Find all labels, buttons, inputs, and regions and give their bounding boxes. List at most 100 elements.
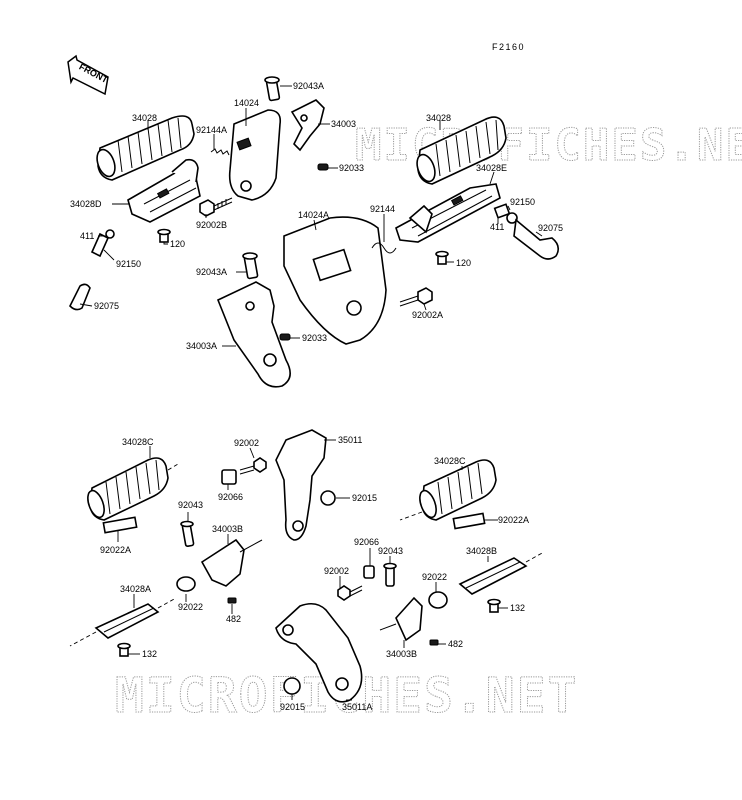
pin-482-left <box>227 597 237 604</box>
label-92075-right: 92075 <box>538 223 563 233</box>
label-34028A: 34028A <box>120 584 151 594</box>
spring-92144A <box>210 148 230 156</box>
label-92022A-right: 92022A <box>498 515 529 525</box>
label-92033-mid: 92033 <box>302 333 327 343</box>
footpeg-rubber-34028-right <box>416 116 507 185</box>
spring-92144 <box>371 242 397 254</box>
cap-92075-left <box>69 283 91 311</box>
label-92002-mid: 92002 <box>324 566 349 576</box>
pin-92043-mid <box>383 562 397 587</box>
washer-411-right <box>506 212 518 224</box>
label-34028D: 34028D <box>70 199 102 209</box>
cap-92075-right <box>513 218 560 260</box>
bolt-92002B <box>199 197 233 217</box>
label-92066-mid: 92066 <box>354 537 379 547</box>
label-92002-top: 92002 <box>234 438 259 448</box>
label-34028E: 34028E <box>476 163 507 173</box>
label-92033-top: 92033 <box>339 163 364 173</box>
holder-34003 <box>290 99 325 152</box>
label-482-left: 482 <box>226 614 241 624</box>
nut-92015-top <box>320 490 336 506</box>
leader-lines <box>79 85 543 701</box>
footpeg-rubber-34028C-right <box>399 459 497 521</box>
label-411-left: 411 <box>80 231 94 241</box>
front-arrow-icon: FRONT <box>67 54 110 96</box>
clip-92033-mid <box>279 333 291 341</box>
label-132-right: 132 <box>510 603 525 613</box>
nut-92015-bottom <box>283 677 301 695</box>
label-92144: 92144 <box>370 204 395 214</box>
label-92002B: 92002B <box>196 220 227 230</box>
label-132-left: 132 <box>142 649 157 659</box>
cover-plate-14024 <box>228 109 282 201</box>
label-34003B-left: 34003B <box>212 524 243 534</box>
label-34028-left: 34028 <box>132 113 157 123</box>
washer-92022-right <box>428 591 448 609</box>
washer-411-left <box>105 229 115 239</box>
bolt-132-right <box>487 598 501 613</box>
label-92066-top: 92066 <box>218 492 243 502</box>
label-92043-mid: 92043 <box>378 546 403 556</box>
bolt-92002-top <box>239 457 267 475</box>
label-14024: 14024 <box>234 98 259 108</box>
label-92022-right: 92022 <box>422 572 447 582</box>
label-92144A: 92144A <box>196 125 227 135</box>
bracket-35011 <box>275 429 327 541</box>
label-34028C-left: 34028C <box>122 437 154 447</box>
label-92043A-top: 92043A <box>293 81 324 91</box>
figure-code: F2160 <box>492 42 525 52</box>
watermark-top: MICROFICHES.NET <box>355 120 742 171</box>
collar-92066-top <box>221 469 237 485</box>
pin-92043A-top <box>264 76 281 102</box>
footpeg-rubber-34028-left <box>96 115 195 181</box>
pin-92150-right <box>493 203 511 219</box>
label-92043-left: 92043 <box>178 500 203 510</box>
label-92150-left: 92150 <box>116 259 141 269</box>
footpeg-bracket-34028B <box>458 551 545 595</box>
label-34003A: 34003A <box>186 341 217 351</box>
bolt-92002A <box>399 287 433 307</box>
bolt-120-right <box>435 250 449 265</box>
pin-92043A-mid <box>242 252 259 280</box>
bracket-35011A <box>275 602 363 703</box>
holder-34003B-left <box>200 538 263 587</box>
pin-482-right <box>429 639 439 646</box>
label-34003B-right: 34003B <box>386 649 417 659</box>
bolt-132-left <box>117 642 131 657</box>
label-34028B: 34028B <box>466 546 497 556</box>
pin-92043-left <box>180 520 195 548</box>
collar-92066-mid <box>363 565 375 579</box>
label-92015-bottom: 92015 <box>280 702 305 712</box>
label-92150-right: 92150 <box>510 197 535 207</box>
label-34028C-right: 34028C <box>434 456 466 466</box>
label-35011: 35011 <box>338 435 362 445</box>
label-92043A-mid: 92043A <box>196 267 227 277</box>
clip-92033-top <box>317 163 329 171</box>
label-92015-top: 92015 <box>352 493 377 503</box>
footpeg-bracket-34028D <box>127 158 201 223</box>
label-34028-right: 34028 <box>426 113 451 123</box>
plate-92022A-left <box>102 516 138 534</box>
label-14024A: 14024A <box>298 210 329 220</box>
label-92022-left: 92022 <box>178 602 203 612</box>
label-92075-left: 92075 <box>94 301 119 311</box>
label-482-right: 482 <box>448 639 463 649</box>
label-120-left: 120 <box>170 239 185 249</box>
pin-92150-left <box>90 232 110 258</box>
label-92022A-left: 92022A <box>100 545 131 555</box>
bolt-120-left <box>157 228 171 243</box>
label-92002A: 92002A <box>412 310 443 320</box>
holder-34003B-right <box>379 596 423 642</box>
label-411-right: 411 <box>490 222 504 232</box>
label-120-right: 120 <box>456 258 471 268</box>
plate-92022A-right <box>452 512 486 530</box>
part-labels: 34028 92144A 14024 92043A 34003 92033 34… <box>70 81 563 712</box>
footpeg-bracket-34028A <box>69 597 177 647</box>
bolt-92002-mid <box>337 585 363 601</box>
cover-plate-14024A <box>283 216 387 345</box>
holder-34003A <box>216 281 291 388</box>
washer-92022-left <box>176 576 196 592</box>
footpeg-rubber-34028C-left <box>87 457 179 521</box>
label-34003: 34003 <box>331 119 356 129</box>
